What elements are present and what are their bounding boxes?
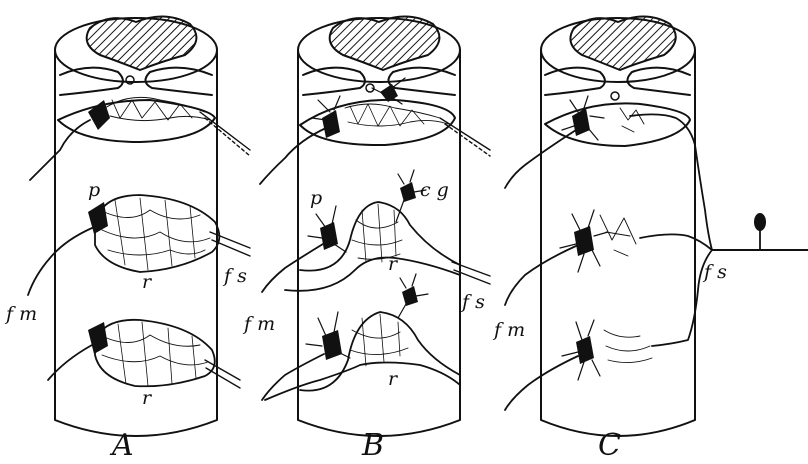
ganglion-cell-c bbox=[712, 213, 808, 250]
label-a-fm: f m bbox=[4, 303, 37, 325]
panel-c-letter: C bbox=[598, 428, 621, 460]
terminal-b-middle bbox=[262, 170, 490, 292]
panel-a-letter: A bbox=[109, 428, 134, 460]
label-b-p: p bbox=[310, 187, 322, 209]
cylinder-c bbox=[541, 18, 695, 436]
terminal-a-bottom bbox=[48, 320, 240, 388]
label-c-fm: f m bbox=[492, 319, 525, 341]
label-b-fm: f m bbox=[242, 313, 275, 335]
cylinder-b bbox=[298, 18, 460, 436]
cylinder-a bbox=[55, 18, 217, 436]
cross-section-a bbox=[58, 16, 215, 142]
neuron-b-top bbox=[260, 96, 490, 184]
label-b-fs: f s bbox=[460, 291, 485, 313]
neuron-c-middle bbox=[505, 210, 712, 305]
panel-b-letter: B bbox=[361, 428, 384, 460]
label-a-r1: r bbox=[142, 271, 153, 293]
label-a-fs: f s bbox=[222, 265, 247, 287]
label-b-r1: r bbox=[388, 253, 399, 275]
panel-a: p r r f m f s A bbox=[4, 16, 250, 460]
label-c-fs: f s bbox=[702, 261, 727, 283]
label-b-r2: r bbox=[388, 368, 399, 390]
panel-c: f m f s C bbox=[492, 16, 808, 460]
label-a-p: p bbox=[88, 179, 100, 201]
panel-b: p c g r r f m f s B bbox=[242, 16, 490, 460]
label-b-cg: c g bbox=[420, 179, 449, 201]
terminal-b-bottom bbox=[262, 274, 460, 400]
neuron-c-bottom bbox=[505, 250, 712, 410]
label-a-r2: r bbox=[142, 387, 153, 409]
neuron-c-top bbox=[505, 96, 712, 250]
